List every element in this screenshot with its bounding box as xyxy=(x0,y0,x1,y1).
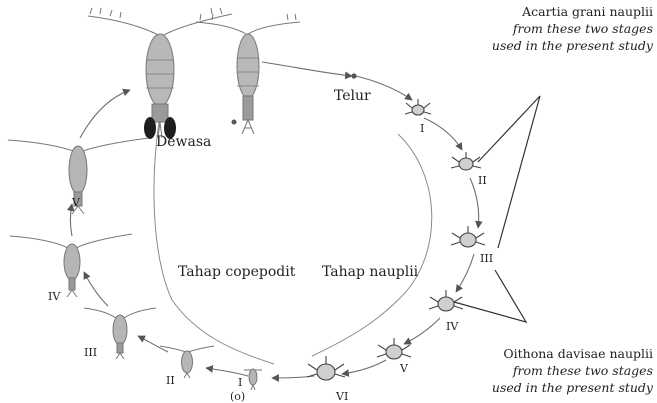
oithona-note: Oithona davisae nauplii from these two s… xyxy=(453,345,653,396)
adult-female-illustration xyxy=(88,8,232,139)
arrow-c2-to-c3 xyxy=(138,336,168,352)
nauplius-iv-illustration xyxy=(429,290,463,311)
arrow-n1-to-n2 xyxy=(424,118,462,150)
nauplius-stage-v-label: V xyxy=(399,362,409,375)
copepodid-stage-i-label: I xyxy=(238,376,242,389)
copepodid-iv-illustration xyxy=(10,234,132,297)
acartia-note: Acartia grani nauplii from these two sta… xyxy=(453,3,653,54)
egg-illustration xyxy=(351,73,356,78)
adult-copepods xyxy=(88,8,300,139)
arrow-n5-to-n6 xyxy=(342,360,386,374)
oithona-note-line2: from these two stages xyxy=(453,362,653,379)
nauplius-v-illustration xyxy=(377,338,411,359)
copepodid-phase-label: Tahap copepodit xyxy=(178,264,296,280)
copepodid-stage-ii-label: II xyxy=(166,374,175,387)
arrow-n3-to-n4 xyxy=(456,254,474,292)
pointer-lines xyxy=(454,96,540,322)
adult-male-illustration xyxy=(196,14,300,134)
egg-label: Telur xyxy=(334,88,371,104)
copepodid-stage-iv-label: IV xyxy=(48,290,61,303)
oithona-note-title: Oithona davisae nauplii xyxy=(453,345,653,362)
copepodid-stage-i-subscript: (o) xyxy=(230,390,245,403)
nauplius-i-illustration xyxy=(405,99,431,115)
arrow-adult-to-egg xyxy=(262,62,352,76)
naupliar-phase-label: Tahap nauplii xyxy=(322,264,419,280)
nauplius-stage-iii-label: III xyxy=(480,252,493,265)
copepodid-stage-v-label: V xyxy=(71,196,81,209)
nauplius-stage-ii-label: II xyxy=(478,174,487,187)
pointer-acartia xyxy=(478,96,540,248)
copepodid-stage-iii-label: III xyxy=(84,346,97,359)
stage-dividers xyxy=(154,86,432,364)
nauplius-stage-i-label: I xyxy=(420,122,424,135)
oithona-note-line3: used in the present study xyxy=(453,379,653,396)
nauplius-iii-illustration xyxy=(451,226,485,247)
arrow-c5-to-adult xyxy=(80,90,130,138)
naupliar-divider xyxy=(312,134,432,356)
nauplius-stage-vi-label: VI xyxy=(335,390,348,403)
arrow-n4-to-n5 xyxy=(404,318,440,344)
nauplius-illustrations xyxy=(307,99,485,380)
adult-label: Dewasa xyxy=(156,134,211,150)
acartia-note-line3: used in the present study xyxy=(453,37,653,54)
acartia-note-line2: from these two stages xyxy=(453,20,653,37)
nauplius-stage-iv-label: IV xyxy=(446,320,459,333)
stage-labels: Dewasa Telur Tahap copepodit Tahap naupl… xyxy=(48,88,493,403)
copepodid-i-illustration xyxy=(244,369,262,390)
nauplius-ii-illustration xyxy=(451,152,481,170)
arrow-c1-to-c2 xyxy=(206,368,248,376)
acartia-note-title: Acartia grani nauplii xyxy=(453,3,653,20)
arrow-c3-to-c4 xyxy=(84,272,108,306)
